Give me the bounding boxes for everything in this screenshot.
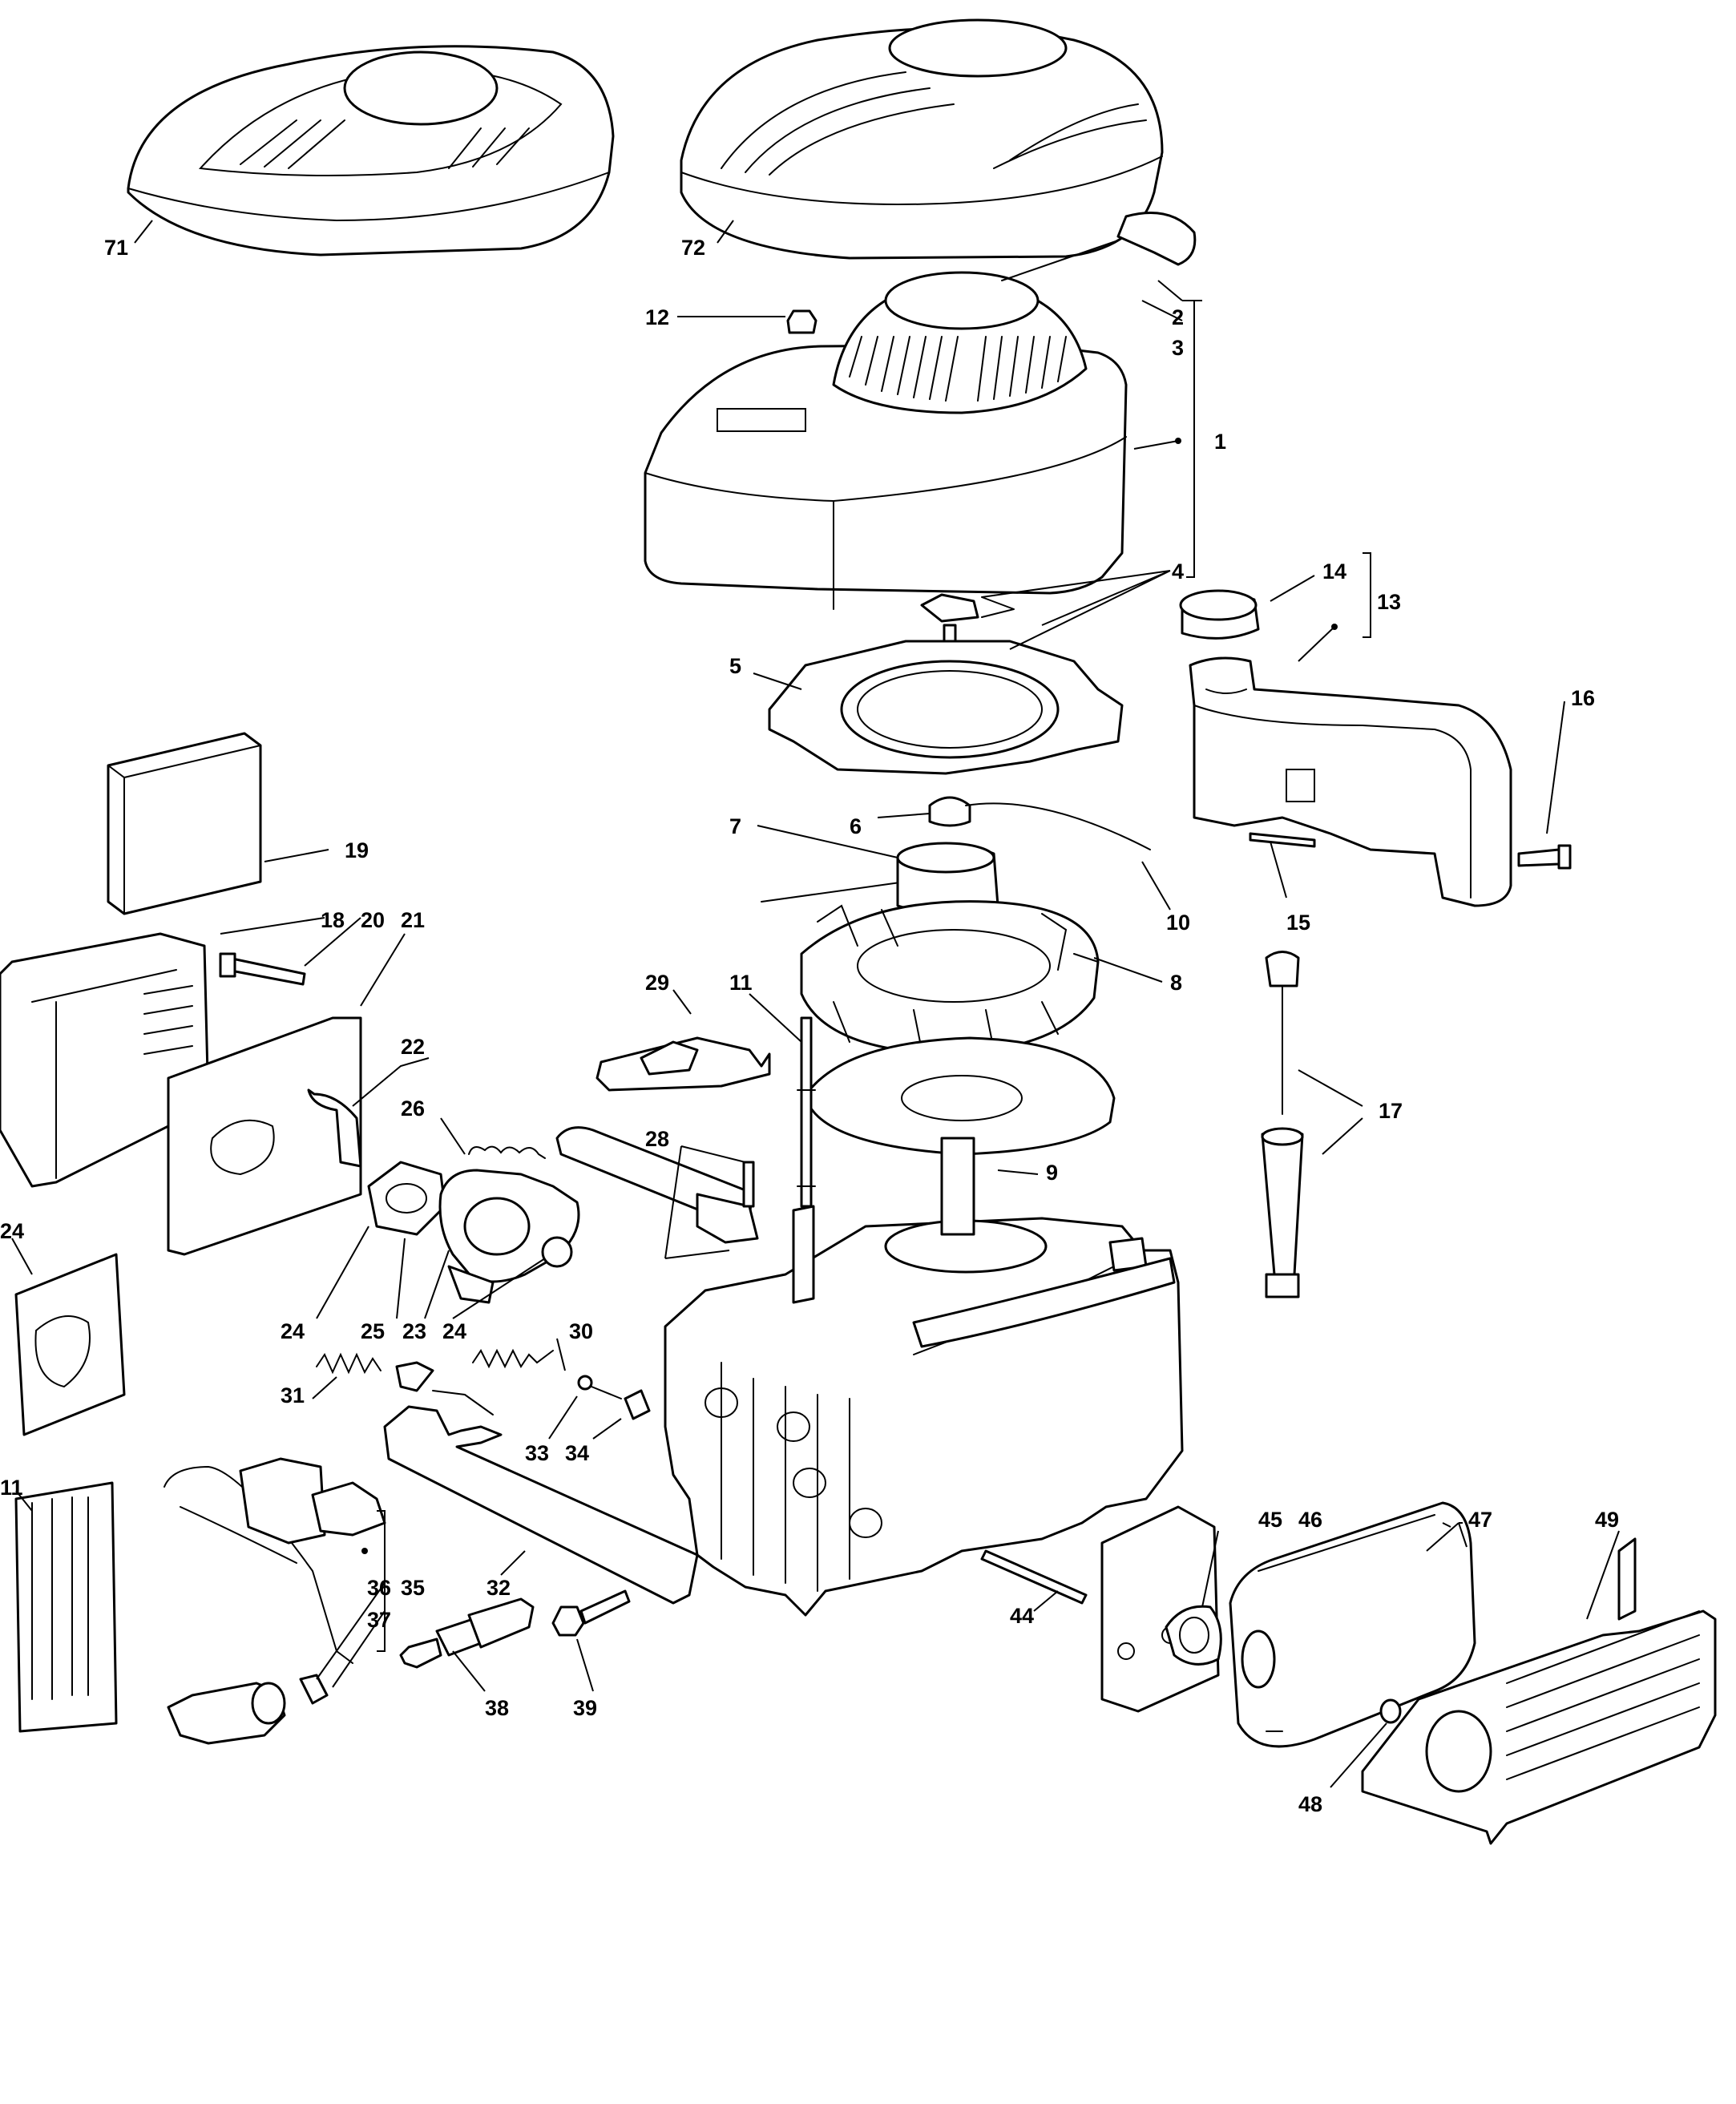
callout-number: 6 <box>850 814 862 838</box>
muffler-guard-icon <box>1361 1537 1717 1845</box>
gasket-icon <box>768 640 1124 775</box>
callout-number: 47 <box>1468 1508 1492 1532</box>
callout-number: 1 <box>1214 430 1226 454</box>
callout-number: 48 <box>1298 1792 1322 1816</box>
callout-number: 15 <box>1286 911 1310 935</box>
callout-number: 23 <box>402 1319 426 1343</box>
bolt-icon <box>219 952 306 986</box>
gasket-kit-icon <box>14 1253 126 1436</box>
callout-number: 10 <box>1166 911 1190 935</box>
fuel-line-icon <box>761 802 1151 903</box>
callout-number: 44 <box>1010 1604 1034 1628</box>
recoil-starter-icon <box>644 271 1128 610</box>
pin-icon <box>1249 832 1316 848</box>
callout-number: 49 <box>1595 1508 1619 1532</box>
bolt-icon <box>1517 844 1572 870</box>
callout-number: 11 <box>729 971 753 995</box>
callout-number: 13 <box>1377 590 1401 614</box>
tube-icon <box>555 1126 759 1244</box>
carburetor-icon <box>438 1169 580 1304</box>
nut-icon <box>928 796 971 827</box>
callout-number: 9 <box>1046 1161 1058 1185</box>
callout-number: 38 <box>485 1696 509 1720</box>
spark-plug-boot-icon <box>167 1674 329 1745</box>
callout-number: 29 <box>645 971 669 995</box>
nut-icon <box>786 309 818 334</box>
bolt-icon <box>551 1589 631 1637</box>
fuel-cap-icon <box>1179 589 1260 640</box>
callout-number: 37 <box>367 1608 391 1632</box>
callout-number: 20 <box>361 908 385 932</box>
gasket-icon <box>367 1161 446 1236</box>
stud-icon <box>980 1549 1088 1605</box>
tube-icon <box>307 1088 362 1168</box>
spring-icon <box>316 1348 554 1375</box>
shroud-cover-icon <box>127 45 615 256</box>
pawl-icon <box>920 593 1015 659</box>
callout-number: 24 <box>0 1219 24 1243</box>
callout-number: 45 <box>1258 1508 1282 1532</box>
callout-number: 72 <box>681 236 705 260</box>
callout-number: 25 <box>361 1319 385 1343</box>
stud-kit-icon <box>14 1481 118 1733</box>
dipstick-tube-icon <box>1261 1127 1304 1298</box>
spring-icon <box>468 1145 546 1159</box>
callout-number: 31 <box>281 1383 305 1407</box>
engine-block-icon <box>664 1137 1184 1617</box>
dipstick-icon <box>1265 951 1300 1115</box>
callout-number: 24 <box>281 1319 305 1343</box>
callout-number: 33 <box>525 1441 549 1465</box>
gasket-icon <box>541 1236 573 1268</box>
exhaust-gasket-icon <box>1165 1605 1222 1666</box>
callout-number: 19 <box>345 838 369 862</box>
bolt-icon <box>742 1161 755 1208</box>
flywheel-icon <box>808 1036 1116 1156</box>
callout-number: 26 <box>401 1096 425 1121</box>
leader-lines <box>11 220 1620 1788</box>
callout-number: 17 <box>1379 1099 1403 1123</box>
nut-icon <box>1379 1698 1402 1724</box>
callout-number: 30 <box>569 1319 593 1343</box>
callout-number: 12 <box>645 305 669 329</box>
screw-icon <box>577 1375 622 1399</box>
callout-number: 34 <box>565 1441 589 1465</box>
callout-number: 46 <box>1298 1508 1322 1532</box>
callout-number: 22 <box>401 1035 425 1059</box>
callout-number: 35 <box>401 1576 425 1600</box>
callout-number: 11 <box>0 1476 23 1500</box>
callout-number: 3 <box>1172 336 1184 360</box>
control-lever-icon <box>383 1361 699 1605</box>
muffler-icon <box>1229 1501 1476 1748</box>
bracket-icon <box>595 1036 771 1092</box>
callout-number: 14 <box>1322 559 1346 584</box>
spark-plug-icon <box>399 1597 535 1669</box>
callout-number: 16 <box>1571 686 1595 710</box>
flywheel-fan-icon <box>800 900 1100 1056</box>
air-filter-sponge-icon <box>107 732 262 915</box>
callout-number: 4 <box>1172 559 1184 584</box>
ignition-coil-icon <box>164 1457 386 1664</box>
callout-number: 28 <box>645 1127 669 1151</box>
starter-handle-icon <box>1001 212 1197 281</box>
callout-labels: 71 72 12 2 3 1 4 14 13 5 16 19 6 7 10 15… <box>0 236 1619 1816</box>
callout-number: 5 <box>729 654 741 678</box>
callout-number: 24 <box>442 1319 466 1343</box>
shroud-cover-icon <box>680 18 1164 260</box>
callout-number: 71 <box>104 236 128 260</box>
filter-housing-icon <box>167 1016 362 1256</box>
callout-number: 32 <box>486 1576 511 1600</box>
callout-number: 21 <box>401 908 425 932</box>
callout-number: 18 <box>321 908 345 932</box>
callout-number: 2 <box>1172 305 1184 329</box>
clip-icon <box>624 1389 651 1420</box>
callout-number: 36 <box>367 1576 391 1600</box>
callout-number: 8 <box>1170 971 1182 995</box>
callout-number: 7 <box>729 814 741 838</box>
fuel-tank-icon <box>1189 656 1512 907</box>
callout-number: 39 <box>573 1696 597 1720</box>
